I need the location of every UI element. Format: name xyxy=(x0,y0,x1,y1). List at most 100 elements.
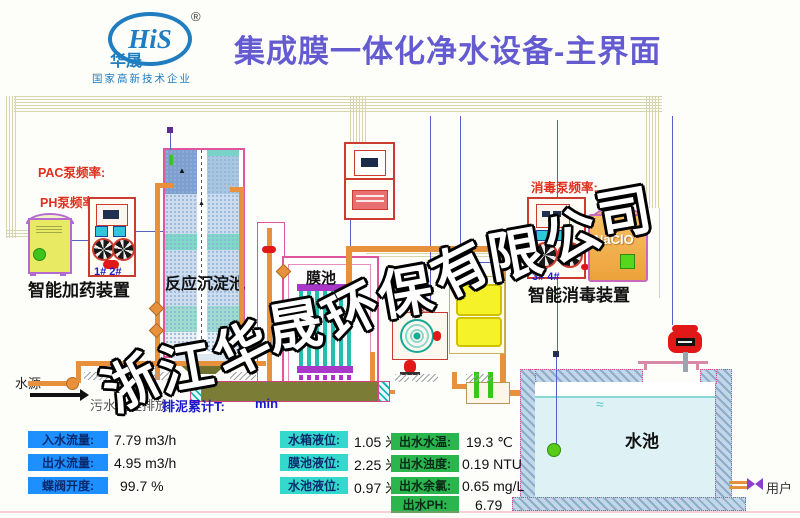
tank-leg xyxy=(30,272,36,276)
metric-value-turbidity: 0.19 NTU xyxy=(462,456,522,472)
sed-cell xyxy=(165,250,197,306)
metric-label-outflow[interactable]: 出水流量: xyxy=(28,454,108,471)
control-cabinet[interactable] xyxy=(344,142,395,220)
bottom-divider xyxy=(0,511,800,513)
tank-cap xyxy=(638,208,644,214)
dosing-unit-ids: 1# 2# xyxy=(94,266,122,278)
pipe xyxy=(28,381,78,386)
flow-arrow-head xyxy=(80,389,89,401)
membrane-tank-label: 膜池 xyxy=(306,270,337,287)
cabinet-display-panel xyxy=(354,150,386,176)
signal-line xyxy=(132,231,163,232)
sed-center-column xyxy=(197,150,207,352)
valve-handle[interactable] xyxy=(262,246,276,253)
blower-unit[interactable] xyxy=(392,312,448,360)
flow-arrow-shaft xyxy=(30,393,80,397)
pipe xyxy=(370,352,375,394)
bottle-icon xyxy=(488,372,493,398)
metric-label-membrane-level[interactable]: 膜池液位: xyxy=(280,454,348,471)
outlet-valve-icon[interactable] xyxy=(755,478,763,490)
sed-cell xyxy=(165,306,197,332)
dosing-device-cabinet[interactable] xyxy=(88,197,136,277)
valve-icon[interactable] xyxy=(148,300,165,317)
pool-label: 水池 xyxy=(625,432,659,451)
pipe xyxy=(729,486,747,489)
metric-value-ph: 6.79 xyxy=(475,497,503,513)
display-cell xyxy=(553,211,561,217)
pipe xyxy=(155,186,160,380)
metric-value-outflow: 4.95 m3/h xyxy=(114,455,177,471)
source-pump-icon xyxy=(66,377,79,390)
logo-mark: HiS xyxy=(128,23,172,54)
naclo-level-lines xyxy=(608,224,628,230)
metric-value-water-temp: 19.3 ℃ xyxy=(466,434,513,450)
ground-hatch xyxy=(466,374,492,382)
sensor-line xyxy=(170,133,171,150)
membrane-manifold xyxy=(299,375,353,380)
dosing-display-screen xyxy=(103,210,119,219)
sed-cell xyxy=(165,332,197,352)
wire-bundle-right xyxy=(646,96,660,208)
disinfection-device-cabinet[interactable] xyxy=(527,197,586,279)
user-label: 用户 xyxy=(766,481,793,496)
pipe xyxy=(76,363,81,383)
wave-mark: ≈ xyxy=(596,396,604,412)
trench-end xyxy=(190,381,202,402)
sensor-line xyxy=(556,357,557,444)
signal-line xyxy=(460,116,461,276)
dosing-device-label: 智能加药装置 xyxy=(28,281,130,300)
metric-label-pool-level[interactable]: 水池液位: xyxy=(280,477,348,494)
signal-line xyxy=(672,116,673,325)
ground-hatch xyxy=(84,372,110,380)
instrument-stand xyxy=(638,361,708,364)
outlet-valve-icon[interactable] xyxy=(747,478,755,490)
chemical-tank xyxy=(28,218,72,274)
pipe xyxy=(346,246,506,252)
wire-drop-right xyxy=(659,208,660,298)
sedimentation-tank-label: 反应沉淀池 xyxy=(165,276,246,293)
cabinet-nameplate xyxy=(352,190,388,210)
metric-label-valve-opening[interactable]: 蝶阀开度: xyxy=(28,477,108,494)
sensor-cap xyxy=(167,127,173,133)
level-transmitter-cap xyxy=(672,325,698,332)
cabinet-divider xyxy=(346,178,393,180)
yellow-panel xyxy=(456,317,502,347)
pipe xyxy=(729,481,747,484)
pipe xyxy=(452,372,457,389)
signal-line xyxy=(430,116,431,312)
sensor-cap xyxy=(553,351,559,357)
disinfection-device-label: 智能消毒装置 xyxy=(528,286,630,305)
metric-label-inflow[interactable]: 入水流量: xyxy=(28,431,108,448)
trench-end xyxy=(378,381,390,402)
sed-cell xyxy=(165,234,197,250)
metric-label-residual-chlorine[interactable]: 出水余氯: xyxy=(391,477,459,494)
metric-label-ph[interactable]: 出水PH: xyxy=(391,496,459,513)
metric-value-residual-chlorine: 0.65 mg/L xyxy=(462,478,525,494)
metric-value-pool-level: 0.97 米 xyxy=(354,480,400,496)
metering-pump-icon xyxy=(536,230,550,241)
wire-bundle-left xyxy=(6,96,16,238)
pipe xyxy=(230,187,244,192)
signal-line xyxy=(68,240,88,241)
membrane-module xyxy=(299,291,351,366)
metric-value-tank-level: 1.05 米 xyxy=(354,434,400,450)
metering-pump-icon xyxy=(95,226,108,237)
metric-label-tank-level[interactable]: 水箱液位: xyxy=(280,431,348,448)
metric-label-turbidity[interactable]: 出水浊度: xyxy=(391,455,459,472)
sed-cell xyxy=(207,332,239,352)
disinfect-unit-ids: 3# 4# xyxy=(532,271,560,283)
naclo-tank: NaClO xyxy=(588,214,648,282)
level-transmitter[interactable] xyxy=(668,331,702,353)
company-logo: HiS xyxy=(108,12,192,66)
pipe xyxy=(267,228,272,386)
nameplate-line xyxy=(356,200,384,202)
pool-rim xyxy=(535,369,643,384)
pump-icon xyxy=(433,331,441,341)
wire-bundle-top xyxy=(14,96,662,113)
stand-leg xyxy=(696,364,699,370)
level-ball-icon xyxy=(33,248,46,261)
stand-leg xyxy=(644,364,647,370)
sewage-label: 污水处理排放 xyxy=(90,398,169,413)
metric-label-water-temp[interactable]: 出水水温: xyxy=(391,433,459,450)
naclo-sensor-icon xyxy=(620,254,635,269)
